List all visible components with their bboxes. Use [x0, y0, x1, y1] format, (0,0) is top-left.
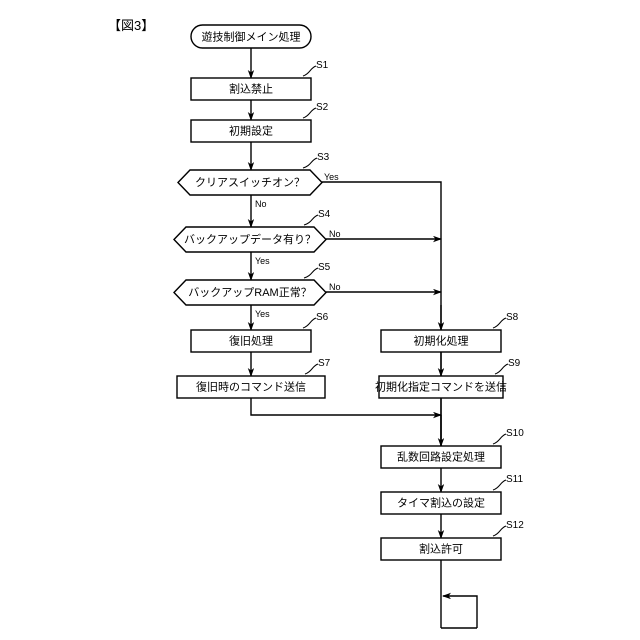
leader-s10 — [492, 433, 507, 445]
node-s8-shape — [380, 329, 502, 353]
node-s4[interactable]: バックアップデータ有り？ — [173, 226, 327, 253]
step-label-s9: S9 — [508, 358, 521, 369]
step-label-s6: S6 — [316, 312, 329, 323]
figure-label: 【図3】 — [108, 18, 154, 33]
node-s7-shape — [176, 375, 326, 399]
node-s12[interactable]: 割込許可 — [380, 537, 502, 561]
node-s10-label: 乱数回路設定処理 — [397, 449, 485, 463]
step-label-s4: S4 — [318, 209, 331, 220]
leader-s7 — [304, 363, 319, 375]
leader-s2 — [302, 107, 317, 119]
branch-label-s5-no: No — [329, 282, 341, 292]
node-s10[interactable]: 乱数回路設定処理 — [380, 445, 502, 469]
node-s3-label: クリアスイッチオン？ — [195, 176, 305, 189]
step-label-s8: S8 — [506, 312, 519, 323]
node-s7[interactable]: 復旧時のコマンド送信 — [176, 375, 326, 399]
node-s6-shape — [190, 329, 312, 353]
node-s12-shape — [380, 537, 502, 561]
node-s5-shape — [173, 279, 327, 306]
node-s1-label: 割込禁止 — [229, 81, 273, 95]
leader-s3 — [302, 157, 318, 169]
leader-s11 — [492, 479, 507, 491]
branch-label-s3-no: No — [255, 199, 267, 209]
node-s10-shape — [380, 445, 502, 469]
node-start[interactable]: 遊技制御メイン処理 — [190, 24, 312, 49]
leader-s12 — [492, 525, 507, 537]
node-s4-shape — [173, 226, 327, 253]
node-s3-shape — [177, 169, 323, 196]
step-label-s10: S10 — [506, 428, 524, 439]
node-s8[interactable]: 初期化処理 — [380, 329, 502, 353]
step-label-s1: S1 — [316, 60, 329, 71]
step-label-s2: S2 — [316, 102, 329, 113]
node-s9[interactable]: 初期化指定コマンドを送信 — [375, 375, 507, 399]
connector-s3-yes-to-trunk — [322, 181, 442, 446]
node-s1-shape — [190, 77, 312, 101]
branch-label-s4-no: No — [329, 229, 341, 239]
node-s11[interactable]: タイマ割込の設定 — [380, 491, 502, 515]
node-start-label: 遊技制御メイン処理 — [202, 29, 301, 43]
node-s2-label: 初期設定 — [229, 123, 273, 137]
node-s2[interactable]: 初期設定 — [190, 119, 312, 143]
leader-s9 — [494, 363, 509, 375]
connector-s7-to-merge — [250, 398, 442, 419]
step-label-s3: S3 — [317, 152, 330, 163]
node-s11-shape — [380, 491, 502, 515]
node-s6-label: 復旧処理 — [229, 334, 273, 347]
step-label-s7: S7 — [318, 358, 331, 369]
branch-label-s4-yes: Yes — [255, 256, 270, 266]
node-s3[interactable]: クリアスイッチオン？ — [177, 169, 323, 196]
node-s8-label: 初期化処理 — [414, 333, 469, 347]
leader-s5 — [303, 267, 319, 279]
node-s5[interactable]: バックアップRAM正常？ — [173, 279, 327, 306]
node-s4-label: バックアップデータ有り？ — [184, 232, 316, 246]
leader-s6 — [302, 317, 317, 329]
node-s12-label: 割込許可 — [419, 541, 463, 555]
step-label-s12: S12 — [506, 520, 524, 531]
connector-loop-back — [442, 592, 478, 628]
node-s1[interactable]: 割込禁止 — [190, 77, 312, 101]
branch-label-s3-yes: Yes — [324, 172, 339, 182]
node-s11-label: タイマ割込の設定 — [397, 495, 485, 509]
node-s5-label: バックアップRAM正常？ — [188, 286, 311, 299]
branch-label-s5-yes: Yes — [255, 309, 270, 319]
step-label-s11: S11 — [506, 474, 523, 485]
leader-s1 — [302, 65, 317, 77]
leader-s8 — [492, 317, 507, 329]
node-start-shape — [190, 24, 312, 49]
node-s6[interactable]: 復旧処理 — [190, 329, 312, 353]
node-s9-shape — [378, 375, 504, 399]
step-label-s5: S5 — [318, 262, 331, 273]
node-s7-label: 復旧時のコマンド送信 — [196, 379, 306, 393]
node-s2-shape — [190, 119, 312, 143]
node-s9-label: 初期化指定コマンドを送信 — [375, 379, 507, 393]
leader-s4 — [303, 214, 319, 226]
